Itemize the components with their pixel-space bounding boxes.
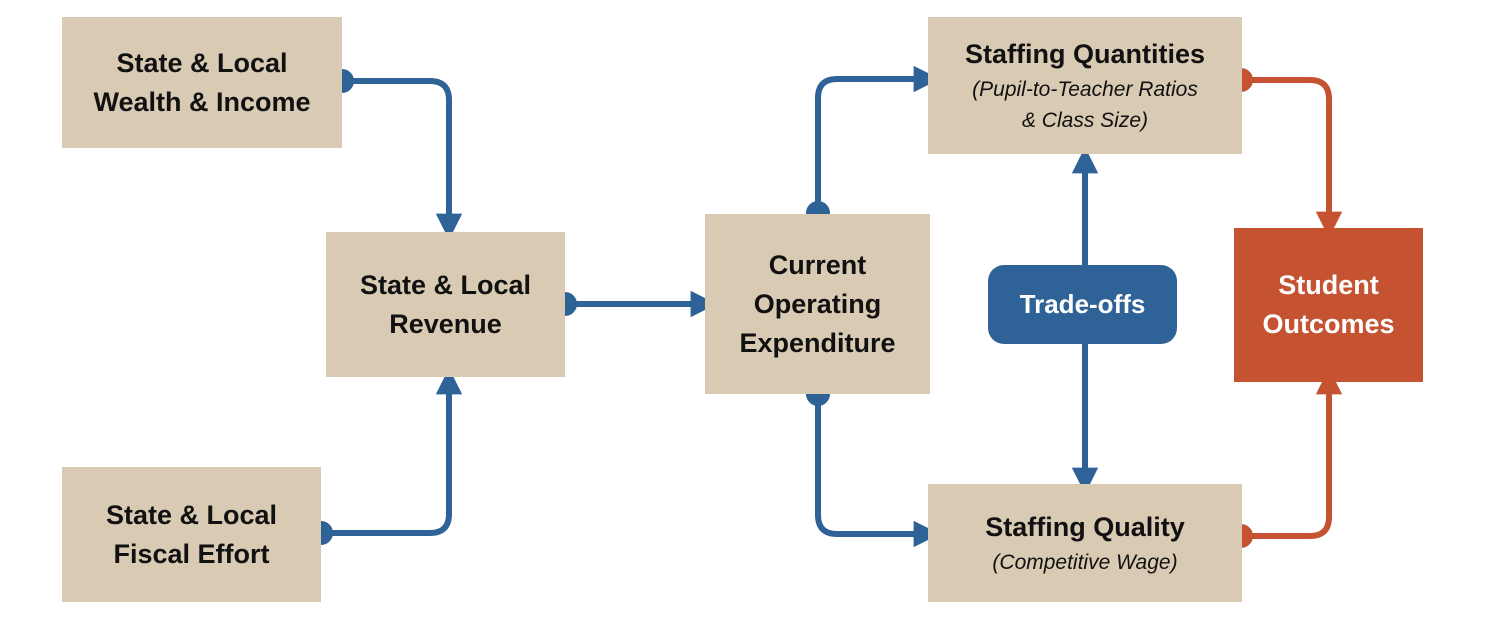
connector-quantities-to-outcomes [1229,68,1343,238]
revenue-label: State & Local Revenue [359,269,532,339]
connector-expenditure-to-quantities [806,65,940,225]
tradeoffs-badge: Trade-offs [988,265,1177,344]
connector-expenditure-to-quality [806,382,940,548]
staffing-quantities-box: Staffing Quantities (Pupil-to-Teacher Ra… [928,17,1242,154]
fiscal-effort-box: State & Local Fiscal Effort [62,467,321,602]
staffing-quality-box: Staffing Quality (Competitive Wage) [928,484,1242,602]
fiscal-effort-label: State & Local Fiscal Effort [105,499,278,569]
connector-effort-to-revenue [309,368,463,545]
connector-wealth-to-revenue [330,69,463,240]
staffing-quantities-label: Staffing Quantities [964,39,1205,69]
expenditure-box: Current Operating Expenditure [705,214,930,394]
student-outcomes-box: Student Outcomes [1234,228,1423,382]
wealth-income-box: State & Local Wealth & Income [62,17,342,148]
staffing-quality-detail: (Competitive Wage) [992,551,1178,574]
staffing-quantities-detail: (Pupil-to-Teacher Ratios & Class Size) [972,78,1198,132]
tradeoffs-label: Trade-offs [1019,289,1146,319]
revenue-box: State & Local Revenue [326,232,565,377]
connector-revenue-to-expenditure [553,290,717,318]
student-outcomes-label: Student Outcomes [1262,270,1395,339]
wealth-income-label: State & Local Wealth & Income [93,47,311,117]
connector-quality-to-outcomes [1229,368,1343,548]
staffing-quality-label: Staffing Quality [985,512,1185,542]
expenditure-label: Current Operating Expenditure [739,249,896,358]
